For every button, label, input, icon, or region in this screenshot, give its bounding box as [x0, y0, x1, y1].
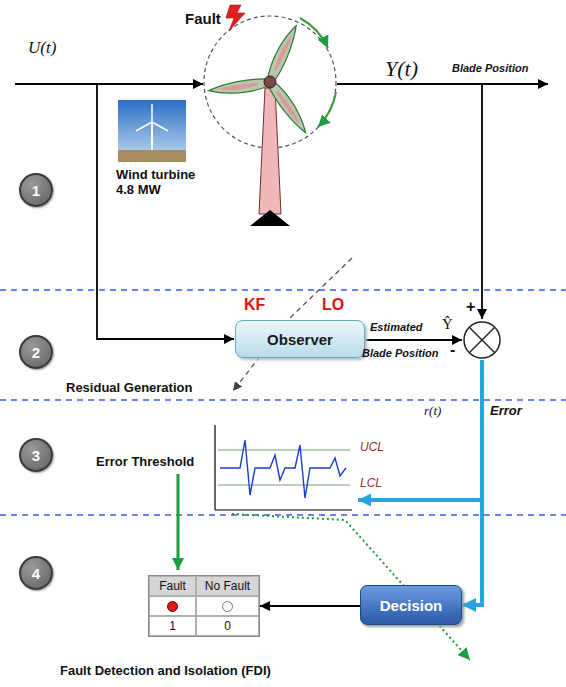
stage-label: Fault Detection and Isolation (FDI) — [60, 664, 271, 679]
cell-text: 0 — [224, 619, 231, 633]
step-number: 4 — [19, 556, 53, 590]
cell-text: No Fault — [205, 579, 250, 593]
summing-junction: +- — [462, 320, 502, 360]
signal-note: Blade Position — [452, 62, 528, 75]
error-arrow — [462, 360, 482, 605]
sign-label: - — [450, 342, 455, 358]
limit-label: LCL — [360, 477, 382, 491]
signal-name: r(t) — [424, 404, 441, 419]
table-cell: 0 — [196, 616, 259, 636]
sign-label: + — [466, 299, 475, 315]
step-number: 1 — [19, 173, 53, 207]
wind-turbine-illustration — [204, 5, 336, 226]
signal-note: Error — [490, 404, 522, 419]
step-number: 2 — [19, 335, 53, 369]
fault-label: Fault — [185, 10, 221, 27]
junction-symbol — [462, 320, 502, 360]
signal-name: Ŷ — [442, 316, 453, 333]
table-cell — [149, 596, 196, 616]
method-label: LO — [322, 296, 344, 314]
method-label: KF — [244, 296, 265, 314]
threshold-arrow — [177, 474, 180, 570]
turbine-caption: Wind turbine 4.8 MW — [116, 168, 216, 198]
node-text: 2 — [32, 344, 40, 361]
table-cell: 1 — [149, 616, 196, 636]
cell-text: 1 — [169, 619, 176, 633]
stage-label: Residual Generation — [66, 381, 192, 396]
state-dot — [222, 601, 233, 612]
table-cell: Fault — [149, 576, 196, 596]
node-text: 4 — [32, 565, 40, 582]
observer-box: Observer — [235, 320, 365, 358]
node-text: 3 — [32, 447, 40, 464]
signal-arrow — [365, 339, 462, 341]
decision-arrow — [260, 605, 360, 607]
turbine-photo — [118, 100, 186, 162]
decision-box: Decision — [360, 585, 462, 625]
node-text: 1 — [32, 182, 40, 199]
stage-label: Error Threshold — [96, 455, 194, 470]
node-text: Observer — [267, 331, 333, 348]
signal-note: Estimated — [370, 321, 423, 334]
fault-table: Fault No Fault 1 0 — [148, 575, 260, 637]
dotted-leader — [232, 514, 470, 660]
state-dot — [167, 601, 178, 612]
error-branch — [358, 498, 482, 502]
signal-note: Blade Position — [362, 347, 438, 360]
threshold-chart — [215, 425, 352, 510]
node-text: Decision — [380, 597, 443, 614]
cell-text: Fault — [159, 579, 186, 593]
signal-name: Y(t) — [385, 56, 418, 81]
table-cell: No Fault — [196, 576, 259, 596]
limit-label: UCL — [360, 441, 384, 455]
table-cell — [196, 596, 259, 616]
signal-wire — [15, 84, 548, 339]
signal-name: U(t) — [28, 38, 56, 58]
step-number: 3 — [19, 438, 53, 472]
